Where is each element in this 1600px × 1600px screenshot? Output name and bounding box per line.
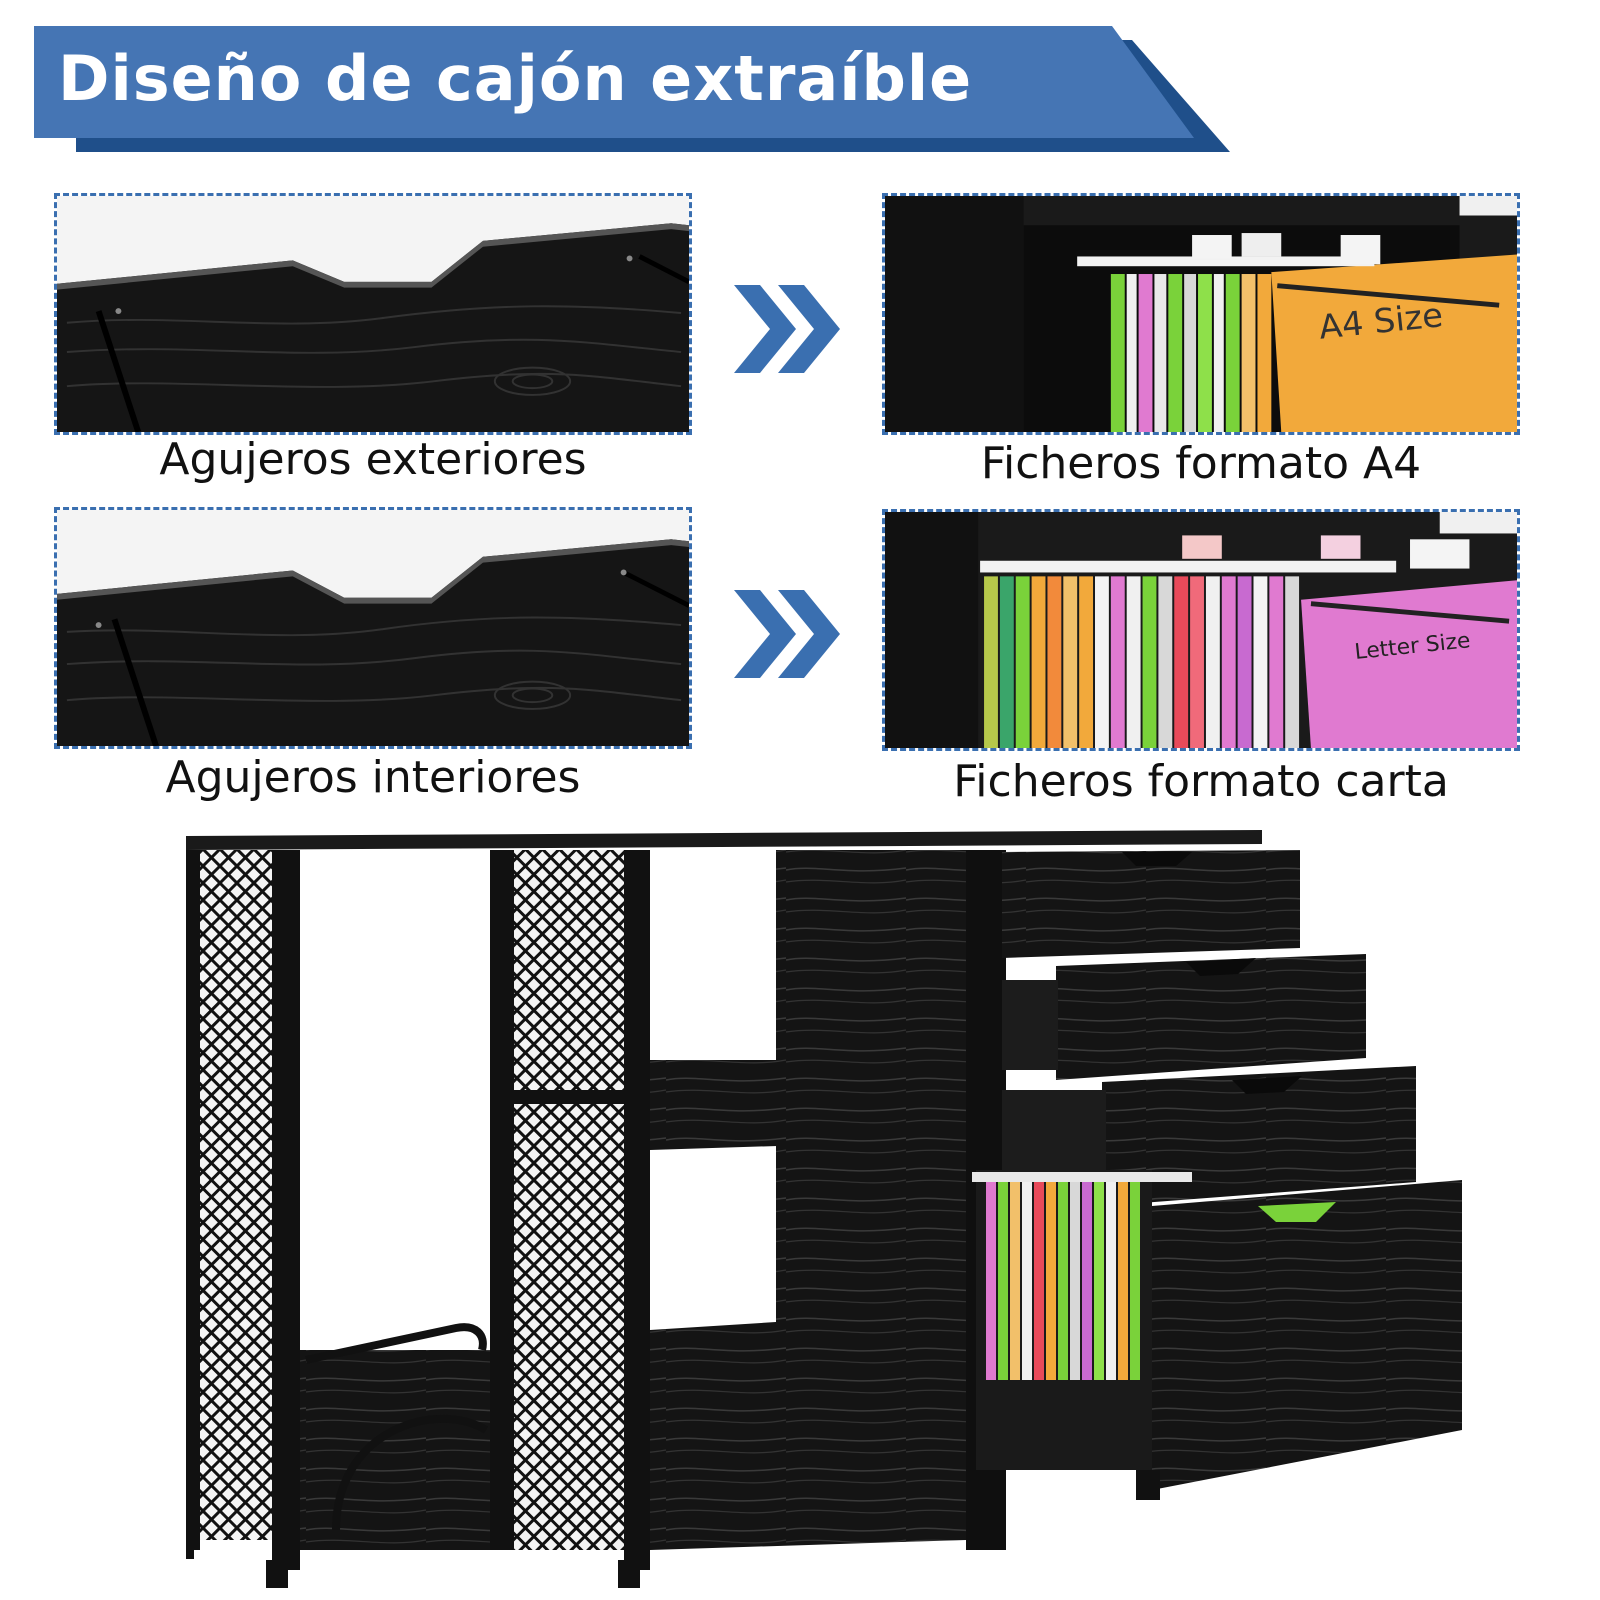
caption-inner-holes: Agujeros interiores xyxy=(165,752,581,803)
chevron-right-icon xyxy=(734,285,840,373)
caption-a4-files: Ficheros formato A4 xyxy=(980,438,1422,489)
inner-holes-image xyxy=(54,507,692,749)
chevron-right-icon xyxy=(734,590,840,678)
a4-files-image: A4 Size xyxy=(882,193,1520,435)
file-cabinet-photo xyxy=(186,830,1486,1595)
title-banner: Diseño de cajón extraíble xyxy=(34,26,1274,156)
caption-letter-files: Ficheros formato carta xyxy=(953,756,1449,807)
letter-files-image: Letter Size xyxy=(882,509,1520,751)
caption-outer-holes: Agujeros exteriores xyxy=(159,434,587,485)
banner-title: Diseño de cajón extraíble xyxy=(58,42,973,115)
outer-holes-image xyxy=(54,193,692,435)
